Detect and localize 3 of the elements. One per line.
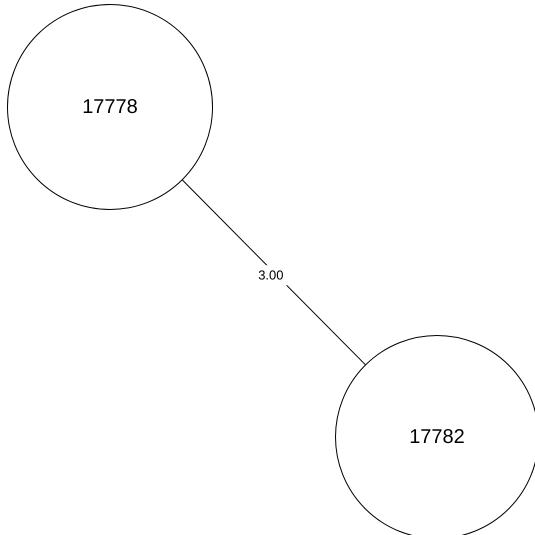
node-label: 17782 (409, 425, 465, 450)
connector-line (182, 180, 366, 366)
node-label: 17778 (82, 95, 138, 120)
